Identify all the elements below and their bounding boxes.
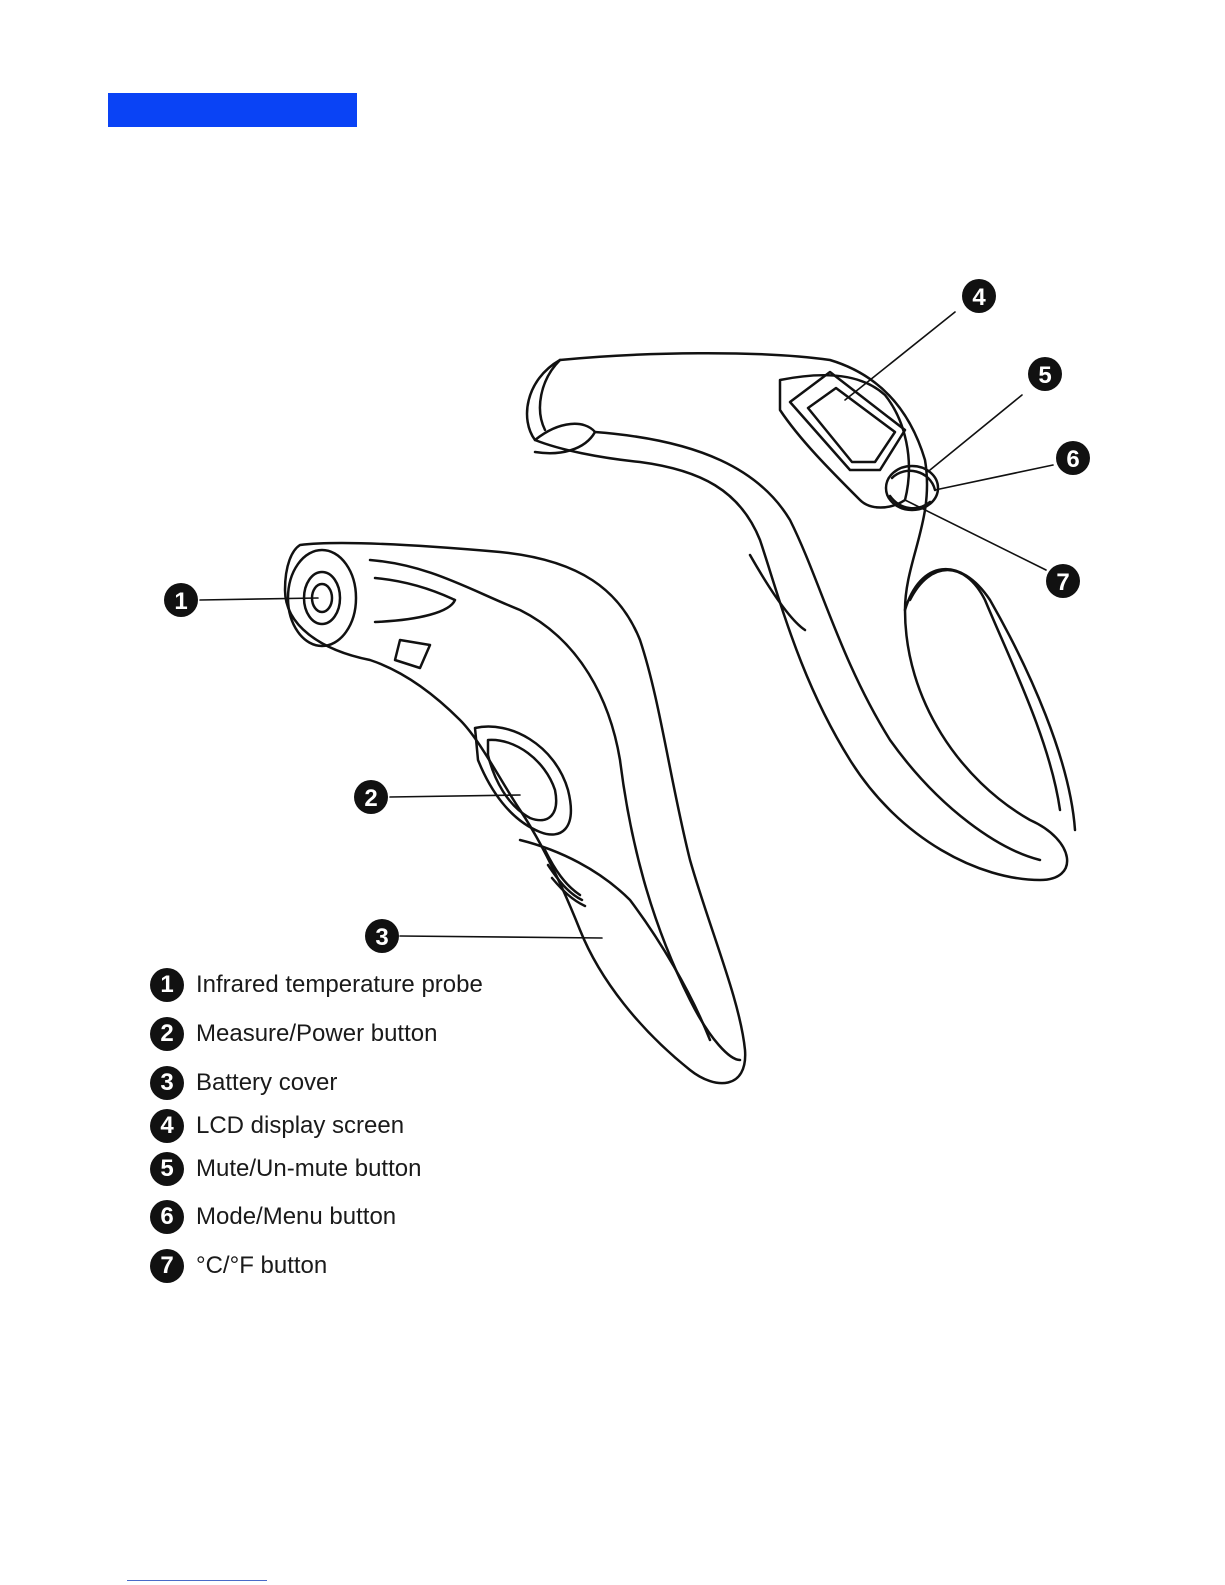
callout-number-5: 5 — [1038, 362, 1051, 389]
legend-badge-4: 4 — [150, 1109, 184, 1143]
legend-item-3: 3 Battery cover — [150, 1066, 337, 1100]
legend-badge-1: 1 — [150, 968, 184, 1002]
legend-badge-5: 5 — [150, 1152, 184, 1186]
legend-item-1: 1 Infrared temperature probe — [150, 968, 483, 1002]
rear-thermometer-outline — [527, 353, 1075, 880]
callout-badge-1: 1 — [164, 583, 198, 617]
callout-number-2: 2 — [364, 785, 377, 812]
legend-label-5: Mute/Un-mute button — [196, 1155, 421, 1183]
callout-badge-6: 6 — [1056, 441, 1090, 475]
callout-number-7: 7 — [1056, 569, 1069, 596]
callout-number-4: 4 — [972, 284, 986, 311]
legend-badge-6: 6 — [150, 1200, 184, 1234]
measure-button-shape — [475, 727, 571, 835]
legend-label-1: Infrared temperature probe — [196, 971, 483, 999]
callout-number-3: 3 — [375, 924, 388, 951]
legend-item-7: 7 °C/°F button — [150, 1249, 327, 1283]
grip-vents — [545, 850, 585, 906]
callout-badge-5: 5 — [1028, 357, 1062, 391]
leader-lines — [200, 312, 1053, 938]
legend-label-4: LCD display screen — [196, 1112, 404, 1140]
legend-item-6: 6 Mode/Menu button — [150, 1200, 396, 1234]
legend-badge-3: 3 — [150, 1066, 184, 1100]
legend-badge-2: 2 — [150, 1017, 184, 1051]
legend-item-4: 4 LCD display screen — [150, 1109, 404, 1143]
callout-badge-2: 2 — [354, 780, 388, 814]
footer-divider — [127, 1580, 267, 1581]
legend-label-6: Mode/Menu button — [196, 1203, 396, 1231]
callout-number-1: 1 — [174, 588, 187, 615]
thermometer-diagram: 1 2 3 4 5 6 7 — [0, 0, 1225, 1300]
callout-number-6: 6 — [1066, 446, 1079, 473]
legend-badge-7: 7 — [150, 1249, 184, 1283]
legend-label-3: Battery cover — [196, 1069, 337, 1097]
front-thermometer-outline — [285, 543, 745, 1083]
legend-item-5: 5 Mute/Un-mute button — [150, 1152, 421, 1186]
callout-badge-4: 4 — [962, 279, 996, 313]
legend-label-7: °C/°F button — [196, 1252, 327, 1280]
callout-badge-7: 7 — [1046, 564, 1080, 598]
legend-label-2: Measure/Power button — [196, 1020, 437, 1048]
legend-item-2: 2 Measure/Power button — [150, 1017, 437, 1051]
lcd-screen-shape — [790, 372, 905, 470]
callout-badge-3: 3 — [365, 919, 399, 953]
